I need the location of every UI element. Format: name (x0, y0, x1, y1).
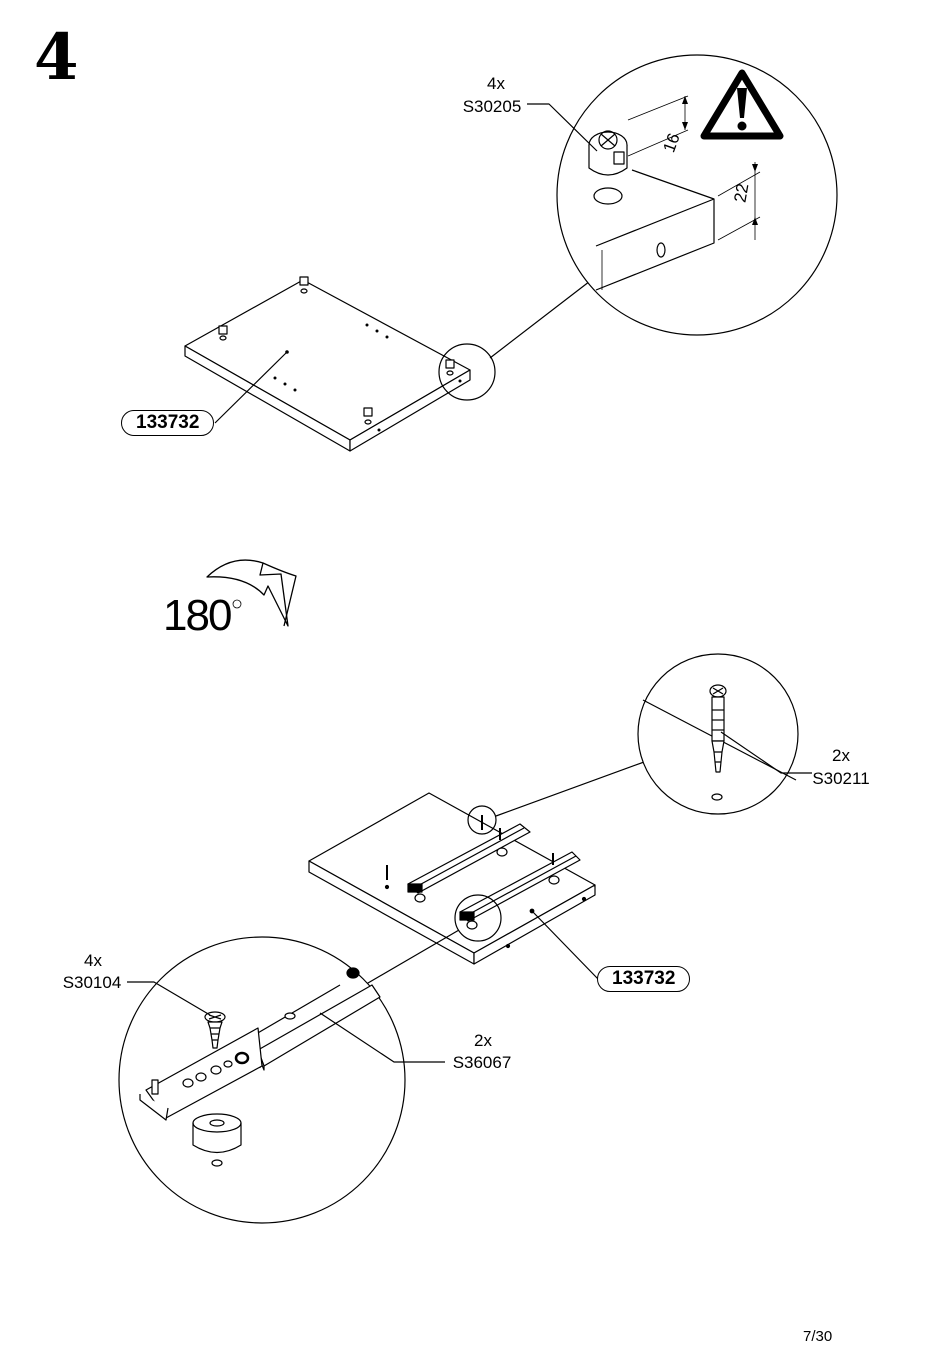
rotation-value: 180 (163, 591, 232, 640)
top-panel-drawing (184, 276, 595, 452)
drawer-slide (407, 823, 531, 894)
slide-screw-detail (118, 936, 445, 1224)
page-number: 7/30 (803, 1328, 833, 1345)
slide-code: S36067 (452, 1053, 512, 1072)
bottom-panel-drawing (308, 761, 645, 991)
cam-lock-code: S30205 (462, 97, 522, 116)
panel-cam-lock (363, 407, 373, 425)
dowel-code: S30211 (812, 769, 870, 788)
slide-qty: 2x (474, 1031, 492, 1050)
part-badge-top-panel: 133732 (121, 410, 215, 436)
screw-code: S30104 (62, 973, 122, 992)
screw-qty: 4x (84, 951, 102, 970)
cam-lock-qty: 4x (487, 74, 505, 93)
part-badge-bottom-panel: 133732 (597, 966, 691, 992)
cam-lock-detail (527, 54, 838, 336)
panel-cam-lock (218, 325, 228, 341)
panel-cam-lock (445, 359, 455, 376)
dowel-qty: 2x (832, 746, 850, 765)
panel-cam-lock (299, 276, 309, 294)
dowel-detail (637, 653, 812, 815)
dimension-edge-offset: 22 (730, 181, 753, 204)
drawer-slide (459, 851, 581, 922)
rotate-arrow-icon (206, 559, 297, 627)
warning-triangle-icon (700, 69, 784, 140)
step-number: 4 (34, 20, 79, 95)
